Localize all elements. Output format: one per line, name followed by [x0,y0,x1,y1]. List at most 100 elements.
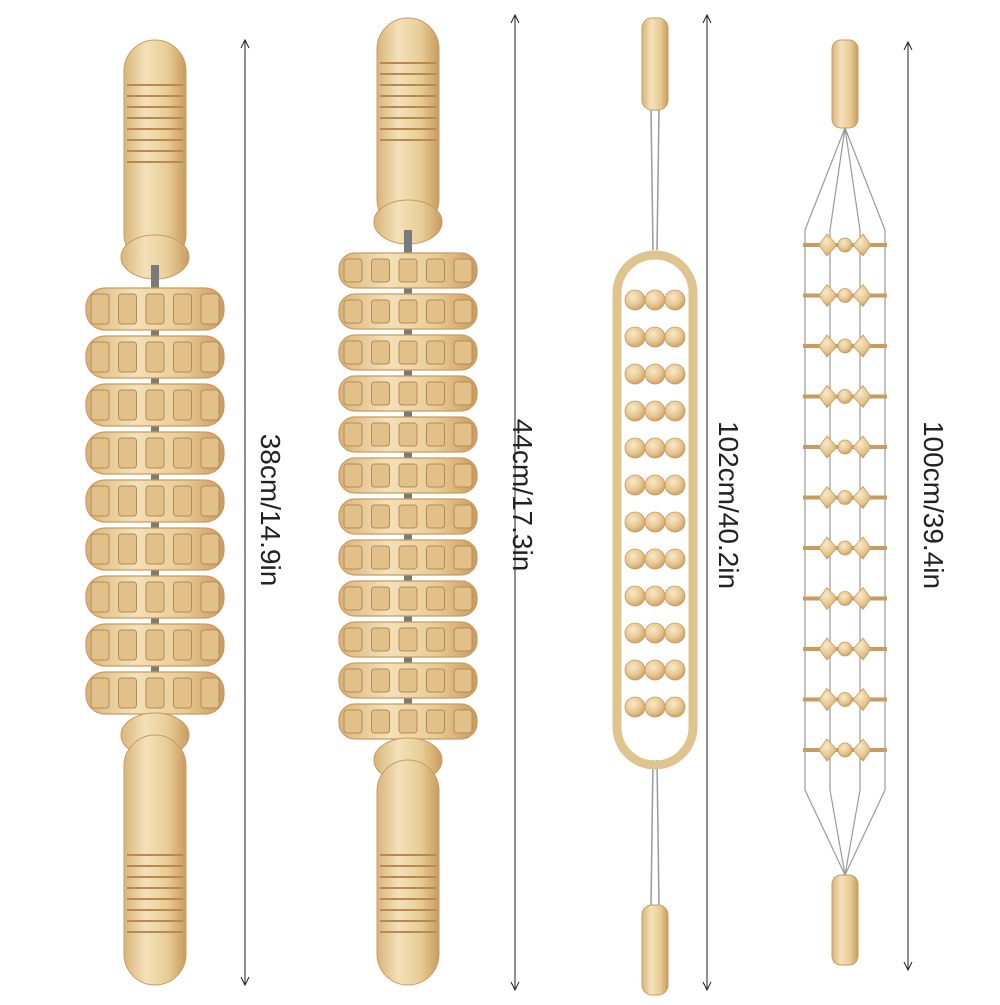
wheel-tooth [371,422,390,447]
wheel-tooth [343,463,363,488]
wheel-tooth [398,504,418,529]
wheel-tooth [90,485,110,517]
wheel-tooth [173,677,192,709]
wooden-bead [644,363,666,385]
wheel-tooth [90,581,110,613]
wheel-tooth [145,293,165,325]
dimension-arrow [903,961,913,972]
wheel-tooth [426,340,445,365]
wooden-bead [852,536,872,560]
dimension-arrow [903,40,913,51]
dimension-arrow [702,981,712,992]
wheel-tooth [145,533,165,565]
wheel-tooth [343,668,363,693]
wheel-tooth [453,709,473,734]
wooden-bead [664,511,686,533]
wheel-tooth [371,627,390,652]
wooden-bead [837,338,853,354]
rope-handle-bottom [641,904,669,996]
wheel-tooth [118,677,137,709]
wheel-tooth [343,586,363,611]
wooden-bead [818,485,838,510]
wheel-tooth [426,668,445,693]
wheel-tooth [371,586,390,611]
wheel-tooth [200,533,220,565]
wheel-tooth [371,709,390,734]
wheel-tooth [90,293,110,325]
dimension-arrow [240,976,250,987]
wheel-tooth [426,504,445,529]
dimension-arrow [702,13,712,24]
dimension-label-ladder-rope: 100cm/39.4in [918,420,949,590]
dimension-label-roller-1: 38cm/14.9in [255,433,286,587]
wheel-tooth [118,581,137,613]
wooden-bead [644,289,666,311]
wheel-tooth [173,389,192,421]
wooden-bead [664,696,686,718]
wheel-tooth [371,381,390,406]
wooden-bead [852,384,872,409]
wooden-bead [852,283,872,308]
wheel-tooth [200,293,220,325]
wheel-tooth [371,258,390,283]
wheel-tooth [118,533,137,565]
wooden-bead [837,490,853,505]
wheel-tooth [173,581,192,613]
wooden-bead [837,591,853,606]
wheel-tooth [173,629,192,661]
wooden-bead [818,435,838,459]
wheel-tooth [343,504,363,529]
wheel-tooth [371,668,390,693]
wooden-bead [664,326,686,348]
wooden-bead [818,283,838,308]
wooden-bead [624,696,646,718]
wheel-tooth [426,627,445,652]
wooden-roller-2 [338,17,478,986]
bead-rope-massager [612,17,698,996]
wheel-tooth [426,545,445,570]
wooden-bead [818,637,838,661]
wooden-bead [644,474,666,496]
wheel-tooth [118,485,137,517]
wooden-bead [664,400,686,422]
wooden-bead [818,687,838,712]
dimension-arrow [240,38,250,49]
wheel-tooth [398,463,418,488]
wheel-tooth [200,389,220,421]
rope [650,109,660,251]
wooden-bead [624,363,646,385]
wooden-bead [624,437,646,459]
wheel-tooth [371,340,390,365]
wheel-tooth [145,581,165,613]
rope-handle-bottom [831,874,859,966]
wooden-bead [624,585,646,607]
wooden-bead [624,548,646,570]
handle [376,759,440,986]
wooden-bead [852,687,872,712]
wooden-bead [644,511,666,533]
wooden-bead [644,696,666,718]
wooden-bead [664,474,686,496]
wheel-tooth [343,258,363,283]
wooden-bead [664,363,686,385]
wheel-tooth [343,299,363,324]
wheel-tooth [200,677,220,709]
wooden-bead [624,511,646,533]
wooden-bead [818,738,838,762]
wooden-bead [818,586,838,611]
wheel-tooth [453,340,473,365]
handle [123,734,187,986]
dimension-label-bead-rope: 102cm/40.2in [713,420,744,590]
wheel-tooth [118,437,137,469]
wheel-tooth [453,627,473,652]
wheel-tooth [426,422,445,447]
wheel-tooth [173,437,192,469]
dimension-arrow [510,13,520,24]
wooden-bead [818,233,838,257]
wheel-tooth [90,629,110,661]
wooden-bead [852,637,872,661]
wooden-bead [818,334,838,358]
wooden-roller-1 [85,39,225,986]
